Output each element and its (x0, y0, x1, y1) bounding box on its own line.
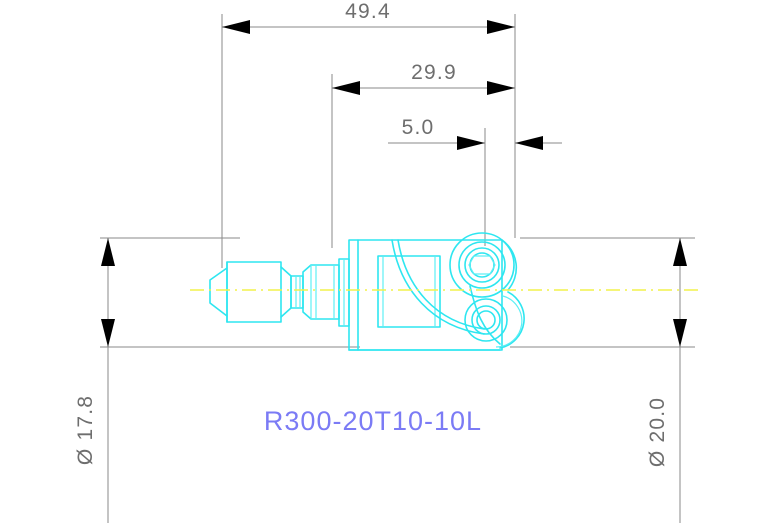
arrow-left-overall (222, 20, 250, 34)
shank-body (226, 261, 292, 323)
arrow-tip-left (457, 136, 485, 150)
dimension-head-length: 29.9 (331, 61, 515, 248)
dimension-shank-diameter: Ø 17.8 (74, 237, 360, 523)
arrow-top-shank (101, 238, 115, 266)
dimension-label-shank-diameter: Ø 17.8 (74, 395, 97, 465)
head-body (348, 239, 503, 351)
dimension-cutter-diameter: Ø 20.0 (510, 237, 695, 523)
head-outer-arc (495, 239, 525, 349)
dimension-label-cutter-diameter: Ø 20.0 (646, 397, 669, 467)
screw-hole-lower (464, 298, 508, 342)
insert-seat-upper (449, 232, 515, 298)
arrow-tip-right (515, 136, 543, 150)
dimension-tip-offset: 5.0 (388, 116, 562, 246)
part-number-label: R300-20T10-10L (264, 406, 482, 436)
arrow-right-overall (487, 20, 515, 34)
dimension-label-tip-offset: 5.0 (402, 116, 435, 139)
dimension-label-head-length: 29.9 (411, 61, 457, 84)
dimension-label-overall-length: 49.4 (345, 0, 391, 23)
arrow-bottom-cutter (673, 319, 687, 347)
shank-flange (338, 258, 350, 327)
arrow-bottom-shank (101, 319, 115, 347)
shank-neck (290, 275, 304, 309)
arrow-right-head (487, 81, 515, 95)
shank-thread-section (302, 264, 340, 320)
dimension-overall-length: 49.4 (221, 0, 516, 268)
shank-nose (209, 261, 228, 323)
part-geometry (190, 232, 700, 351)
arrow-left-head (332, 81, 360, 95)
arrow-top-cutter (673, 238, 687, 266)
